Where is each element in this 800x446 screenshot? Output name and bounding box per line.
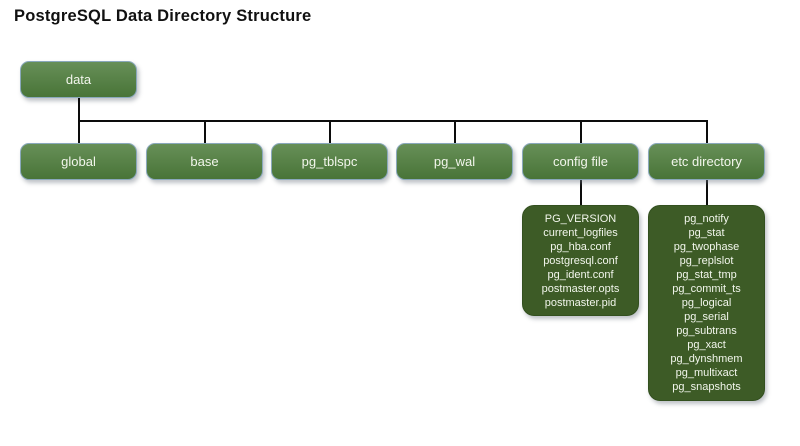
node-etc-directory: etc directory [648,143,765,180]
connector-config-file-to-list [580,180,582,205]
file-item: pg_replslot [679,255,734,267]
file-item: pg_twophase [673,241,740,253]
node-pg-wal-label: pg_wal [433,154,476,169]
connector-drop-pg-tblspc [329,120,331,143]
file-item: pg_dynshmem [670,353,743,365]
connector-drop-global [78,120,80,143]
connector-drop-pg-wal [454,120,456,143]
file-item: pg_logical [681,297,732,309]
node-base: base [146,143,263,180]
file-item: pg_ident.conf [547,268,614,281]
file-item: postgresql.conf [543,254,618,267]
file-item: pg_subtrans [676,325,737,337]
connector-horizontal-bus [78,120,708,122]
page-title: PostgreSQL Data Directory Structure [14,7,312,25]
connector-drop-base [204,120,206,143]
node-pg-wal: pg_wal [396,143,513,180]
node-config-file-label: config file [553,154,608,169]
node-data-label: data [65,72,92,87]
node-config-file: config file [522,143,639,180]
file-item: pg_xact [687,339,726,351]
node-global: global [20,143,137,180]
node-global-label: global [61,154,96,169]
file-item: pg_stat_tmp [676,269,737,281]
connector-drop-etc-directory [706,120,708,143]
file-item: postmaster.pid [544,296,617,309]
connector-etc-directory-to-list [706,180,708,205]
file-item: pg_stat [688,227,725,239]
node-pg-tblspc-label: pg_tblspc [301,154,358,169]
file-item: pg_serial [684,311,729,323]
file-item: pg_commit_ts [672,283,741,295]
file-item: pg_multixact [675,367,738,379]
file-item: pg_snapshots [672,381,741,393]
file-item: pg_hba.conf [550,240,611,253]
connector-root-vertical [78,98,80,121]
node-base-label: base [190,154,219,169]
node-etc-directory-label: etc directory [671,154,742,169]
file-item: postmaster.opts [541,282,620,295]
file-item: current_logfiles [543,226,618,239]
node-data: data [20,61,137,98]
file-item: pg_notify [684,213,729,225]
node-pg-tblspc: pg_tblspc [271,143,388,180]
connector-drop-config-file [580,120,582,143]
file-item: PG_VERSION [544,212,617,225]
